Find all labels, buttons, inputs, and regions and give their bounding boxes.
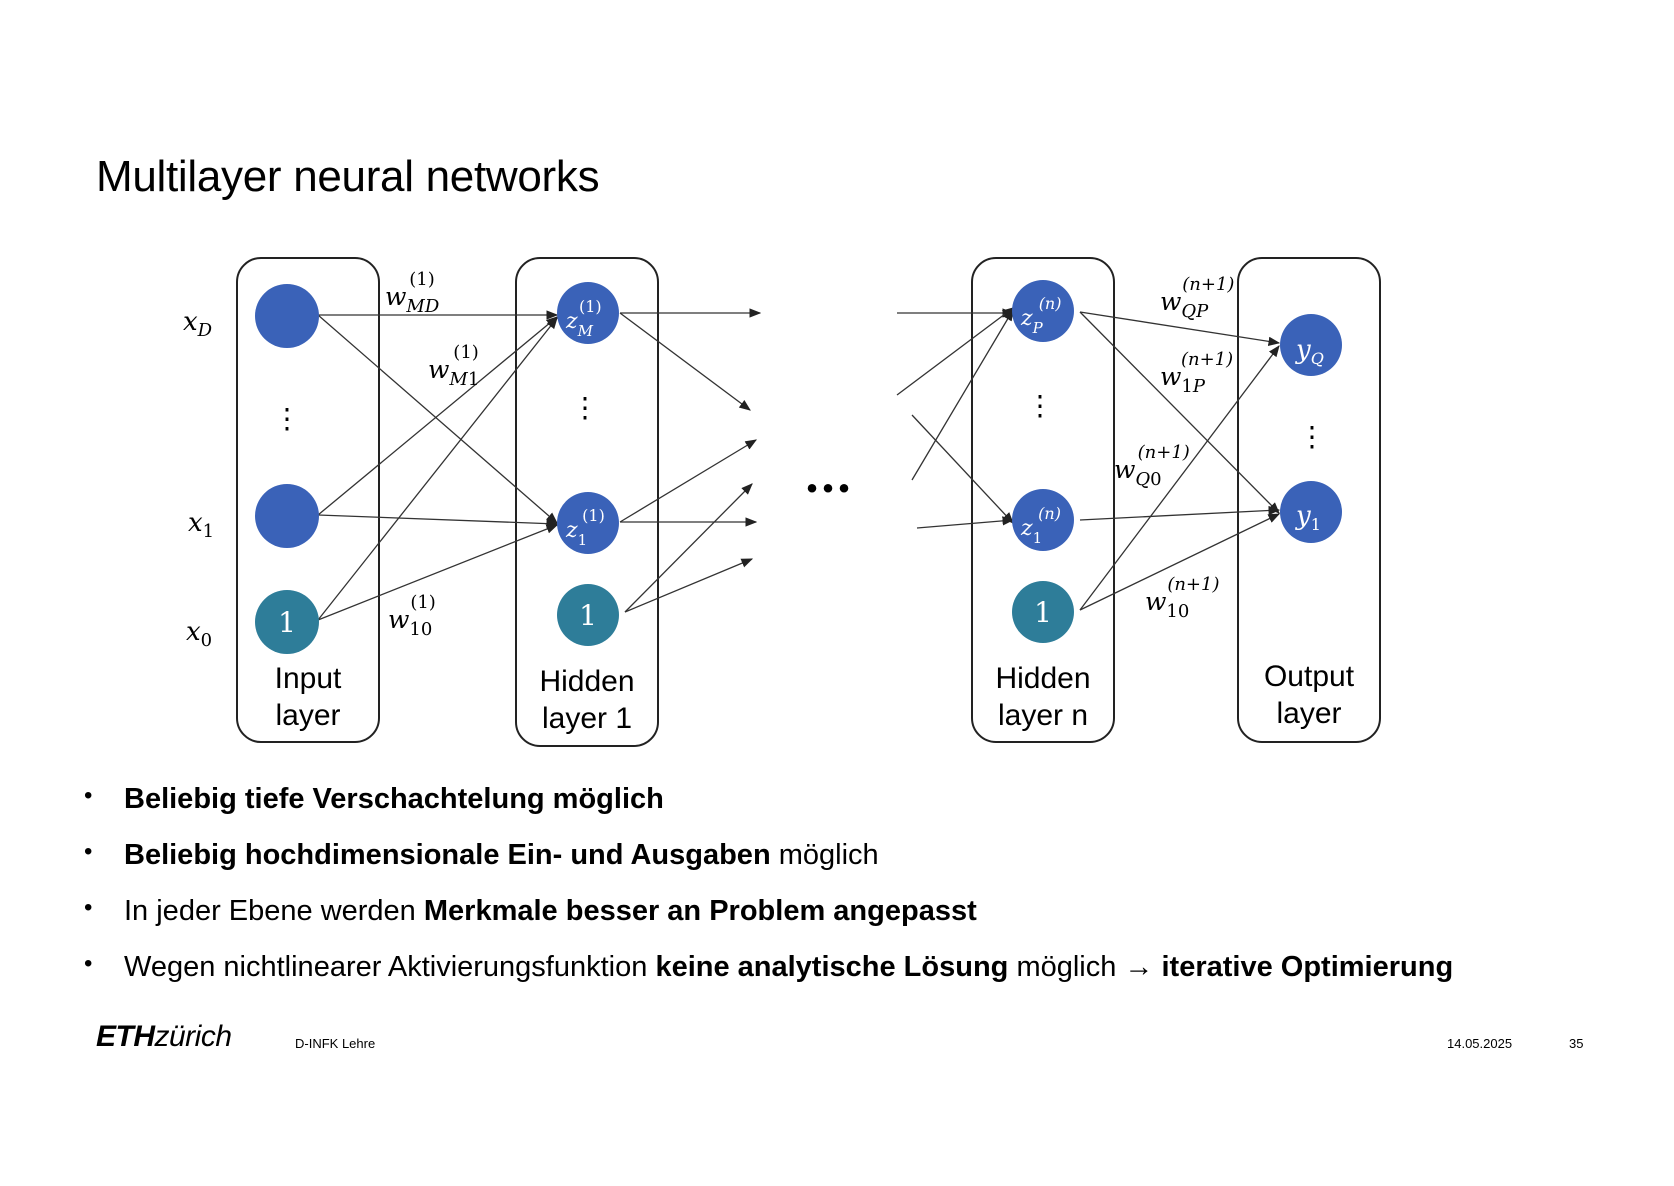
hidden1-ellipsis: ⋮ — [571, 391, 599, 424]
weight-w-10: w10(1) — [388, 592, 436, 640]
input-bias-label: 1 — [278, 606, 296, 639]
bullet-text-bold: Beliebig tiefe Verschachtelung möglich — [124, 783, 664, 815]
input-bias-neuron — [255, 590, 319, 654]
footer-department: D-INFK Lehre — [295, 1036, 376, 1051]
bullet-text: Wegen nichtlinearer Aktivierungsfunktion — [124, 951, 656, 983]
bullet-item: Beliebig hochdimensionale Ein- und Ausga… — [82, 838, 1642, 894]
weight-w-MD: wMD(1) — [385, 269, 440, 317]
label-x1: x1 — [188, 508, 214, 542]
slide-title: Multilayer neural networks — [96, 152, 600, 201]
output-label-line1: Output — [1264, 660, 1355, 693]
output-label-line2: layer — [1276, 697, 1341, 730]
connections — [317, 307, 1281, 621]
bullet-text-bold: keine analytische Lösung — [655, 951, 1009, 983]
output-ellipsis: ⋮ — [1298, 420, 1326, 453]
label-x0: x0 — [186, 617, 212, 651]
hidden1-bias-label: 1 — [579, 599, 597, 632]
hidden1-label-line2: layer 1 — [542, 702, 632, 735]
bullet-text: möglich — [770, 839, 879, 871]
hidden1-bias-neuron — [557, 584, 619, 646]
bullet-text: möglich → — [1008, 951, 1162, 983]
eth-logo: ETHzürich — [96, 1020, 232, 1053]
hidden-layer-n-box — [971, 257, 1115, 743]
input-layer-box — [236, 257, 380, 743]
input-neuron-xD — [255, 284, 319, 348]
output-layer-box — [1237, 257, 1381, 743]
bullet-text: In jeder Ebene werden — [124, 895, 424, 927]
input-neuron-x1 — [255, 484, 319, 548]
bullet-list: Beliebig tiefe Verschachtelung möglichBe… — [82, 782, 1642, 1006]
output-neuron-yQ — [1280, 314, 1342, 376]
hiddenn-label-line1: Hidden — [995, 662, 1090, 695]
hiddenn-neuron-z1 — [1012, 489, 1074, 551]
bullet-text-bold: Beliebig hochdimensionale Ein- und Ausga… — [124, 839, 771, 871]
hidden1-label-line1: Hidden — [539, 665, 634, 698]
hidden1-neuron-zM — [557, 282, 619, 344]
weight-w-QP: wQP(n+1) — [1160, 274, 1234, 322]
hiddenn-bias-label: 1 — [1034, 596, 1052, 629]
input-layer-label-line2: layer — [275, 699, 340, 732]
bullet-item: Wegen nichtlinearer Aktivierungsfunktion… — [82, 950, 1642, 1006]
hiddenn-label-line2: layer n — [998, 699, 1088, 732]
page-number: 35 — [1569, 1036, 1584, 1051]
weight-w-M1: wM1(1) — [428, 342, 479, 390]
hidden-layer-1-box — [515, 257, 659, 747]
hiddenn-neuron-zP — [1012, 280, 1074, 342]
bullet-text-bold: Merkmale besser an Problem angepasst — [423, 895, 977, 927]
hiddenn-ellipsis: ⋮ — [1026, 389, 1054, 422]
hidden1-neuron-z1 — [557, 492, 619, 554]
weight-w-Q0: wQ0(n+1) — [1114, 442, 1190, 490]
label-xD: xD — [183, 307, 213, 341]
bullet-item: Beliebig tiefe Verschachtelung möglich — [82, 782, 1642, 838]
weight-w-10-out: w10(n+1) — [1145, 574, 1219, 622]
hiddenn-bias-neuron — [1012, 581, 1074, 643]
weight-w-1P: w1P(n+1) — [1160, 349, 1233, 397]
input-layer-label-line1: Input — [275, 662, 342, 695]
output-neuron-y1 — [1280, 481, 1342, 543]
footer-date: 14.05.2025 — [1447, 1036, 1513, 1051]
bullet-item: In jeder Ebene werden Merkmale besser an… — [82, 894, 1642, 950]
neural-network-diagram: 1 ⋮ 1 ⋮ 1 ⋮ ⋮ ... xD x1 x0 zM(1) z1(1) z… — [183, 257, 1381, 747]
middle-dots: ... — [804, 449, 852, 503]
input-ellipsis: ⋮ — [273, 402, 301, 435]
bullet-text-bold: iterative Optimierung — [1161, 951, 1454, 983]
